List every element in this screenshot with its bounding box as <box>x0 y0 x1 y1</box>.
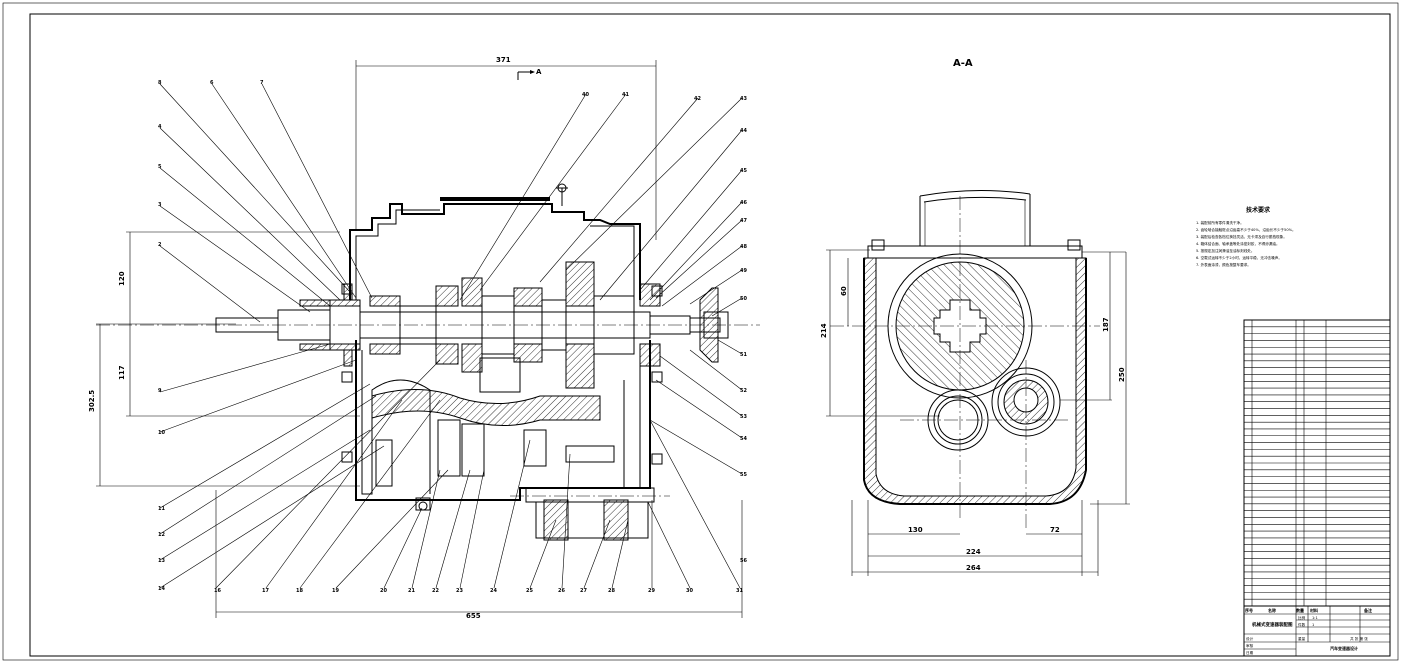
parts-header-qty: 数量 <box>1295 607 1304 613</box>
callout: 21 <box>408 588 415 594</box>
callout: 18 <box>296 588 303 594</box>
callout: 25 <box>526 588 533 594</box>
callout: 10 <box>158 430 165 436</box>
callout: 45 <box>740 168 747 174</box>
dim-width-inner: 224 <box>966 548 981 556</box>
callout: 9 <box>158 388 162 394</box>
callout: 17 <box>262 588 269 594</box>
callout: 16 <box>214 588 221 594</box>
callout: 28 <box>608 588 615 594</box>
dim-left-height: 214 <box>820 323 828 338</box>
parts-header-note: 备注 <box>1363 607 1372 613</box>
designer-label: 设计 <box>1246 636 1254 641</box>
callouts-bottom: 16 17 18 19 20 21 22 23 24 25 26 27 28 2… <box>214 588 743 594</box>
notes-line: 7. 外表面涂漆，颜色按整车要求。 <box>1196 262 1251 267</box>
weight-label: 重量 <box>1298 636 1306 641</box>
callouts-top: 8 6 7 4 5 3 2 <box>158 80 264 248</box>
dim-bottom-right: 72 <box>1050 526 1060 534</box>
callout: 30 <box>686 588 693 594</box>
callout: 56 <box>740 558 747 564</box>
callout: 12 <box>158 532 165 538</box>
parts-table: 序号 名称 数量 材料 备注 <box>1243 319 1391 613</box>
section-marker: A <box>536 68 542 76</box>
callout: 3 <box>158 202 162 208</box>
callout: 46 <box>740 200 747 206</box>
callout: 27 <box>580 588 587 594</box>
callout: 40 <box>582 92 589 98</box>
callout: 44 <box>740 128 747 134</box>
callout: 42 <box>694 96 701 102</box>
dim-right-total: 250 <box>1118 367 1126 382</box>
drawing-name: 机械式变速器装配图 <box>1252 621 1293 628</box>
date-label: 日期 <box>1246 650 1254 655</box>
scale-value: 1:1 <box>1312 616 1318 620</box>
callout: 55 <box>740 472 747 478</box>
callout: 20 <box>380 588 387 594</box>
sheet-label: 共 张 第 张 <box>1350 636 1368 641</box>
parts-header-name: 名称 <box>1268 607 1276 613</box>
callout: 52 <box>740 388 747 394</box>
callout: 14 <box>158 586 165 592</box>
dim-bottom-left: 130 <box>908 526 923 534</box>
callout: 29 <box>648 588 655 594</box>
callout: 51 <box>740 352 747 358</box>
callout: 53 <box>740 414 747 420</box>
callout: 2 <box>158 242 162 248</box>
callout: 23 <box>456 588 463 594</box>
callout: 50 <box>740 296 747 302</box>
callout: 19 <box>332 588 339 594</box>
callout: 6 <box>210 80 214 86</box>
parts-header-index: 序号 <box>1244 607 1253 613</box>
callout: 24 <box>490 588 497 594</box>
notes-line: 5. 按规定加注润滑油至油标刻线处。 <box>1196 248 1254 253</box>
callout: 48 <box>740 244 747 250</box>
dim-overall-bottom: 655 <box>466 612 481 620</box>
qty-label: 件数 <box>1298 622 1306 627</box>
qty-value: 1 <box>1312 623 1314 627</box>
callout: 4 <box>158 124 162 130</box>
scale-label: 比例 <box>1298 615 1306 620</box>
section-view-a-a: A-A 214 <box>820 58 1130 576</box>
main-assembly-view: 371 A 655 120 117 302.5 <box>88 56 760 620</box>
dim-height-upper: 120 <box>118 271 126 286</box>
callout: 5 <box>158 164 162 170</box>
notes-line: 4. 箱体结合面、轴承盖等处涂密封胶，不得渗漏油。 <box>1196 241 1280 246</box>
callout: 43 <box>740 96 747 102</box>
callout: 22 <box>432 588 439 594</box>
notes-line: 2. 齿轮啮合接触斑点沿齿高不少于40%，沿齿长不少于50%。 <box>1196 227 1296 232</box>
dim-overall-top: 371 <box>496 56 511 64</box>
dim-small-top: 60 <box>840 286 848 296</box>
callout: 26 <box>558 588 565 594</box>
callout: 41 <box>622 92 629 98</box>
technical-notes: 技术要求 1. 装配前所有零件清洗干净。 2. 齿轮啮合接触斑点沿齿高不少于40… <box>1196 206 1296 267</box>
callouts-left: 9 10 11 12 13 14 <box>158 388 165 592</box>
parts-header-material: 材料 <box>1309 607 1318 613</box>
dim-height-lower: 117 <box>118 365 126 380</box>
checker-label: 审核 <box>1246 643 1254 648</box>
title-block: 机械式变速器装配图 比例 1:1 件数 1 重量 共 张 第 张 设计 审核 日… <box>1243 605 1391 657</box>
notes-line: 1. 装配前所有零件清洗干净。 <box>1196 220 1244 225</box>
section-title: A-A <box>953 58 973 69</box>
callout: 8 <box>158 80 162 86</box>
callout: 13 <box>158 558 165 564</box>
callout: 11 <box>158 506 165 512</box>
callout: 31 <box>736 588 743 594</box>
notes-heading: 技术要求 <box>1246 206 1271 214</box>
school-name: 汽车变速器设计 <box>1330 645 1358 651</box>
dim-width-outer: 264 <box>966 564 981 572</box>
callout: 7 <box>260 80 264 86</box>
dim-right-height: 187 <box>1102 317 1110 332</box>
callouts-right: 40 41 42 43 44 45 46 47 48 49 50 51 52 5… <box>582 92 747 564</box>
callout: 49 <box>740 268 747 274</box>
dim-height-total: 302.5 <box>88 390 96 412</box>
notes-line: 3. 装配后检查各档位换挡灵活，无卡滞及自行脱档现象。 <box>1196 234 1287 239</box>
callout: 54 <box>740 436 747 442</box>
notes-line: 6. 空载试运转不少于2小时，运转平稳，无冲击噪声。 <box>1196 255 1282 260</box>
callout: 47 <box>740 218 747 224</box>
